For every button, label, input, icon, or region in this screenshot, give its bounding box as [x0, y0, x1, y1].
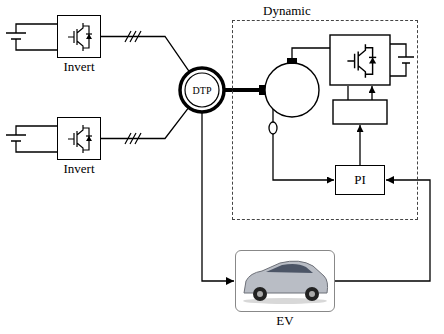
car-window [266, 264, 313, 273]
battery-plates [6, 33, 26, 39]
stator-ring [180, 68, 224, 112]
connector [335, 180, 430, 281]
connector [101, 37, 189, 72]
dtp-machine: DTP [178, 66, 226, 114]
shaft [232, 88, 259, 92]
driver-box [333, 100, 387, 124]
motor-symbol [265, 63, 319, 117]
control-arrow [359, 125, 360, 165]
battery-plates [398, 57, 414, 63]
igbt-symbol [68, 23, 92, 51]
gate-signal-arrow [348, 86, 372, 100]
battery-symbol [6, 24, 57, 50]
battery-wire [16, 126, 57, 152]
motor-terminal [287, 58, 297, 64]
inverter-box: Invert [57, 15, 101, 58]
battery-symbol [390, 44, 414, 76]
battery-wire [390, 44, 406, 76]
node-label: DTP [193, 85, 212, 96]
inverter-box: Invert [57, 117, 101, 160]
rotor-ring [185, 73, 219, 107]
motor-wire [292, 48, 330, 58]
node-label: PI [354, 173, 366, 187]
node-label: Dynamic [261, 4, 313, 18]
pi-box: PI [335, 165, 385, 195]
node-label: Invert [63, 162, 94, 176]
igbt-symbol [68, 125, 92, 153]
battery-plates [6, 135, 26, 141]
battery-wire [16, 24, 57, 50]
car-picture [243, 261, 328, 304]
dynamic-region: DynamicPI [232, 20, 418, 220]
car-hub [309, 291, 315, 297]
battery-symbol [6, 126, 57, 152]
connector [101, 108, 188, 138]
sensor-symbol [269, 122, 277, 134]
car-wheel [253, 287, 267, 301]
inverter-box [330, 35, 390, 85]
car-wheel [305, 287, 319, 301]
connector [225, 88, 232, 92]
car-hub [257, 291, 263, 297]
ev-box: EV [235, 250, 335, 312]
feedback-line [273, 109, 334, 180]
connector [202, 113, 234, 281]
node-label: Invert [63, 60, 94, 74]
motor-terminal [259, 85, 265, 95]
node-label: EV [276, 314, 293, 328]
igbt-symbol [347, 44, 376, 78]
